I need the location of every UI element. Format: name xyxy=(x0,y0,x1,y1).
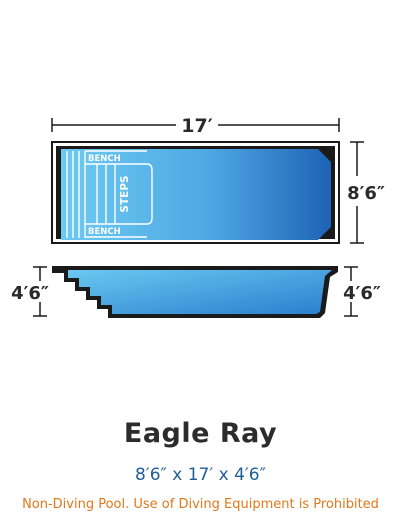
bench-bottom-label: BENCH xyxy=(88,227,121,237)
pool-top-view: BENCH BENCH STEPS xyxy=(51,141,340,244)
steps-label: STEPS xyxy=(119,175,131,212)
pool-side-view: 4′6″ 4′6″ xyxy=(11,266,381,318)
width-dimension: 8′6″ xyxy=(347,141,385,244)
bench-top-label: BENCH xyxy=(88,154,121,164)
steps-lines xyxy=(66,150,153,238)
length-label: 17′ xyxy=(181,115,212,137)
model-name: Eagle Ray xyxy=(123,418,278,449)
depth-left-label: 4′6″ xyxy=(11,283,49,304)
length-dimension: 17′ xyxy=(51,115,340,137)
pool-diagram: 17′ 8′6″ BENCH BENCH STEP xyxy=(11,115,385,318)
diving-notice: Non-Diving Pool. Use of Diving Equipment… xyxy=(22,497,379,512)
width-label: 8′6″ xyxy=(347,183,385,204)
depth-right-label: 4′6″ xyxy=(343,283,381,304)
model-dimensions: 8′6″ x 17′ x 4′6″ xyxy=(135,465,266,485)
